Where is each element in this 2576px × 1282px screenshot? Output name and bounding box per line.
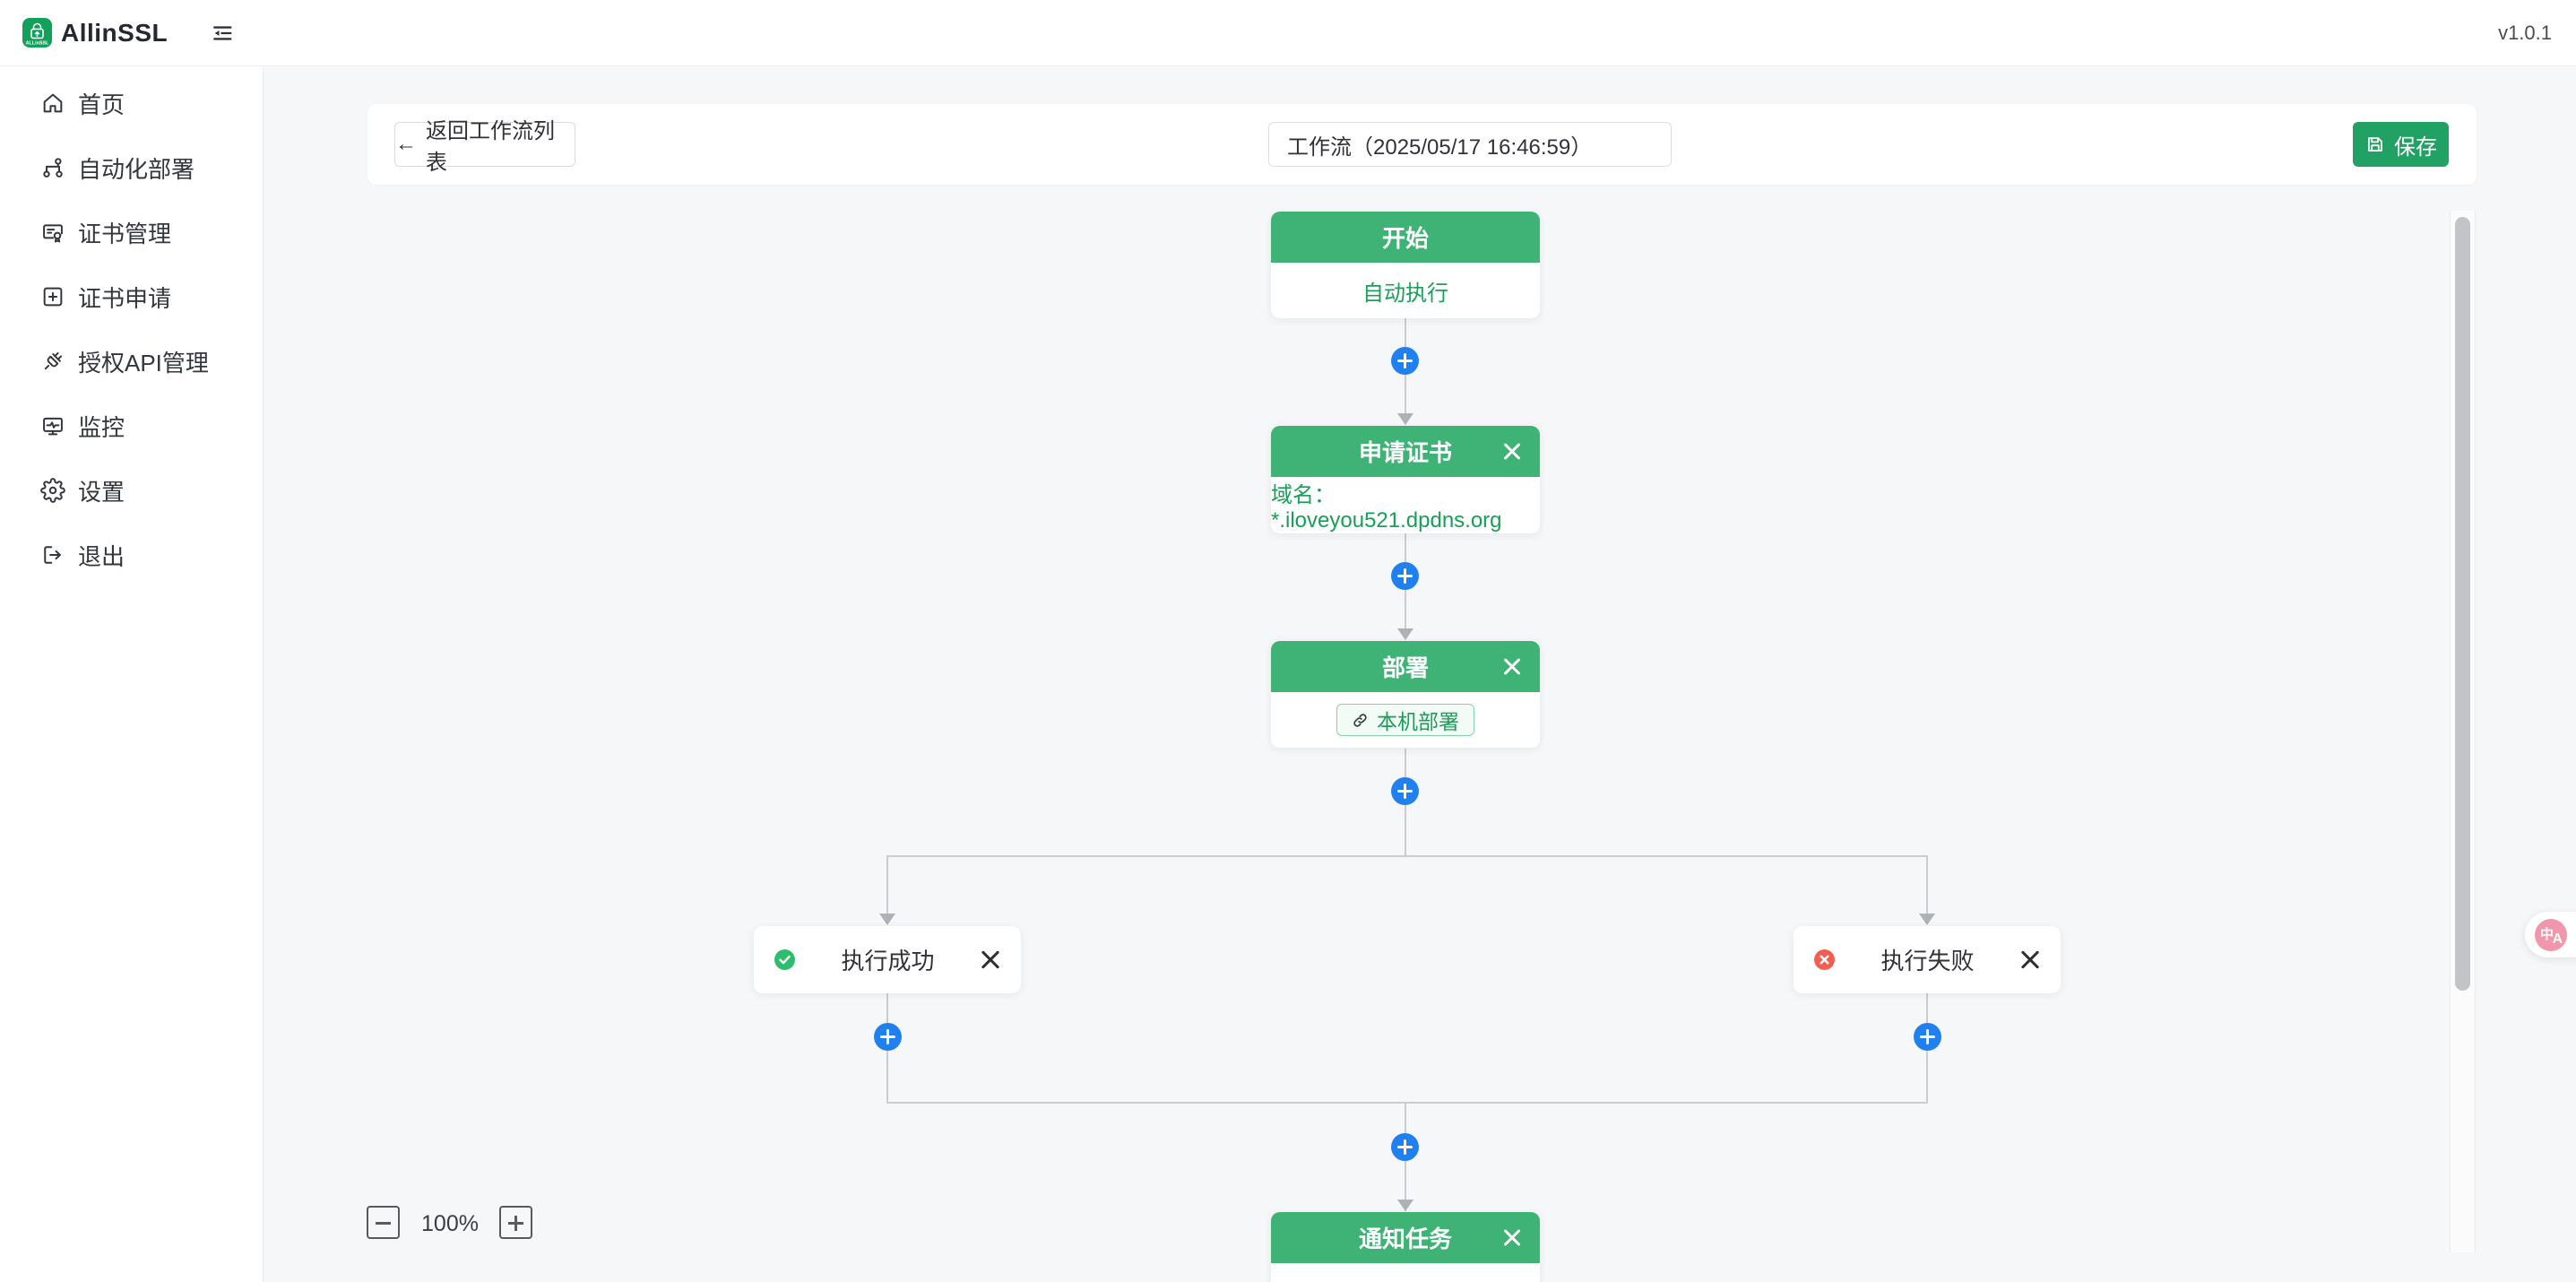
home-icon [43,93,63,113]
sidebar-nav: 首页 自动化部署 证书管理 证书申请 [0,66,264,1282]
save-button[interactable]: 保存 [2353,122,2449,167]
zoom-in-button[interactable] [499,1206,532,1239]
node-deploy[interactable]: 部署 本机部署 [1271,641,1540,748]
vertical-scrollbar-track[interactable] [2450,211,2476,1252]
sidebar-item-home[interactable]: 首页 [0,71,263,135]
node-notify-header: 通知任务 [1271,1212,1540,1263]
brand-name: AllinSSL [61,18,169,47]
monitor-icon [43,417,63,436]
node-title: 部署 [1381,654,1429,681]
top-header: ALLinSSL AllinSSL v1.0.1 [0,0,2576,66]
node-apply-cert-body: 域名：*.iloveyou521.dpdns.org [1271,483,1502,533]
sidebar-item-label: 授权API管理 [78,349,209,377]
node-apply-cert-header: 申请证书 [1271,426,1540,477]
node-title: 通知任务 [1358,1226,1452,1252]
back-arrow-icon: ← [395,132,417,156]
branch-split-line [886,855,1928,857]
add-node-button[interactable] [1391,1133,1419,1161]
close-branch-icon[interactable] [980,949,1001,971]
sidebar-item-auto-deploy[interactable]: 自动化部署 [0,135,263,200]
deploy-tag-label: 本机部署 [1377,710,1459,733]
app-version: v1.0.1 [2498,21,2552,44]
translate-icon: 中 A [2535,919,2567,951]
node-title: 开始 [1381,225,1429,252]
gear-icon [40,478,65,503]
connector-line [886,855,888,914]
close-node-icon[interactable] [1502,1228,1522,1248]
certificate-icon [43,224,63,243]
sidebar-item-label: 自动化部署 [78,155,195,183]
sidebar-item-api-auth[interactable]: 授权API管理 [0,329,263,394]
sidebar-collapse-icon[interactable] [210,21,235,46]
back-button-label: 返回工作流列表 [426,119,555,175]
connector-arrow [879,914,895,925]
connector-arrow [1397,1200,1413,1211]
node-deploy-body: 本机部署 [1271,692,1540,748]
logout-icon [44,546,61,564]
connector-arrow [1397,413,1413,425]
add-node-button[interactable] [1391,347,1419,375]
node-start[interactable]: 开始 自动执行 [1271,212,1540,318]
node-start-body: 自动执行 [1362,281,1448,306]
save-icon [2368,137,2382,152]
node-apply-cert[interactable]: 申请证书 域名：*.iloveyou521.dpdns.org [1271,426,1540,533]
save-button-label: 保存 [2394,134,2437,160]
node-deploy-header: 部署 [1271,641,1540,692]
close-node-icon[interactable] [1502,657,1522,677]
add-node-button[interactable] [874,1023,902,1051]
add-node-button[interactable] [1391,777,1419,805]
sidebar-item-label: 证书管理 [78,220,172,247]
branch-fail-label: 执行失败 [1880,948,1975,974]
sidebar-item-cert-apply[interactable]: 证书申请 [0,264,263,329]
node-title: 申请证书 [1358,439,1452,466]
node-start-header: 开始 [1271,212,1540,263]
plug-icon [44,351,63,370]
branch-success-card[interactable]: 执行成功 [754,926,1021,993]
sidebar-item-label: 退出 [78,542,125,570]
close-node-icon[interactable] [1502,442,1522,462]
sidebar-item-monitor[interactable]: 监控 [0,394,263,458]
link-icon [1353,713,1367,727]
vertical-scrollbar-thumb[interactable] [2455,217,2470,991]
success-check-icon [774,949,795,970]
branch-merge-line [886,1102,1928,1104]
connector-arrow [1919,914,1935,925]
sidebar-item-logout[interactable]: 退出 [0,523,263,587]
app-logo: ALLinSSL [22,18,52,48]
sidebar-item-label: 首页 [78,91,125,118]
zoom-out-button[interactable] [367,1206,400,1239]
lock-logo-icon: ALLinSSL [26,22,49,47]
sidebar-item-cert-manage[interactable]: 证书管理 [0,200,263,264]
back-to-workflow-list-button[interactable]: ← 返回工作流列表 [394,119,575,175]
sidebar-item-label: 监控 [78,413,125,441]
node-notify[interactable]: 通知任务 [1271,1212,1540,1282]
zoom-level: 100% [421,1211,479,1236]
branch-success-label: 执行成功 [841,948,935,974]
connector-arrow [1397,628,1413,640]
branch-fail-card[interactable]: 执行失败 [1794,926,2061,993]
workflow-icon [43,158,63,178]
fail-x-icon [1814,949,1835,970]
svg-text:ALLinSSL: ALLinSSL [26,41,49,47]
plus-square-icon [43,287,63,307]
sidebar-item-label: 证书申请 [78,284,172,312]
translate-button[interactable]: 中 A [2525,912,2576,957]
add-node-button[interactable] [1391,562,1419,590]
workflow-canvas[interactable]: ← 返回工作流列表 保存 [264,66,2576,1282]
sidebar-item-label: 设置 [78,478,125,506]
minus-icon [376,1222,391,1225]
workflow-toolbar: ← 返回工作流列表 保存 [367,104,2477,185]
close-branch-icon[interactable] [2019,949,2041,971]
workflow-name-input[interactable] [1268,122,1672,167]
deploy-target-tag[interactable]: 本机部署 [1336,704,1474,736]
add-node-button[interactable] [1914,1023,1941,1051]
connector-line [1926,855,1928,914]
sidebar-item-settings[interactable]: 设置 [0,458,263,523]
node-notify-body [1271,1263,1540,1282]
